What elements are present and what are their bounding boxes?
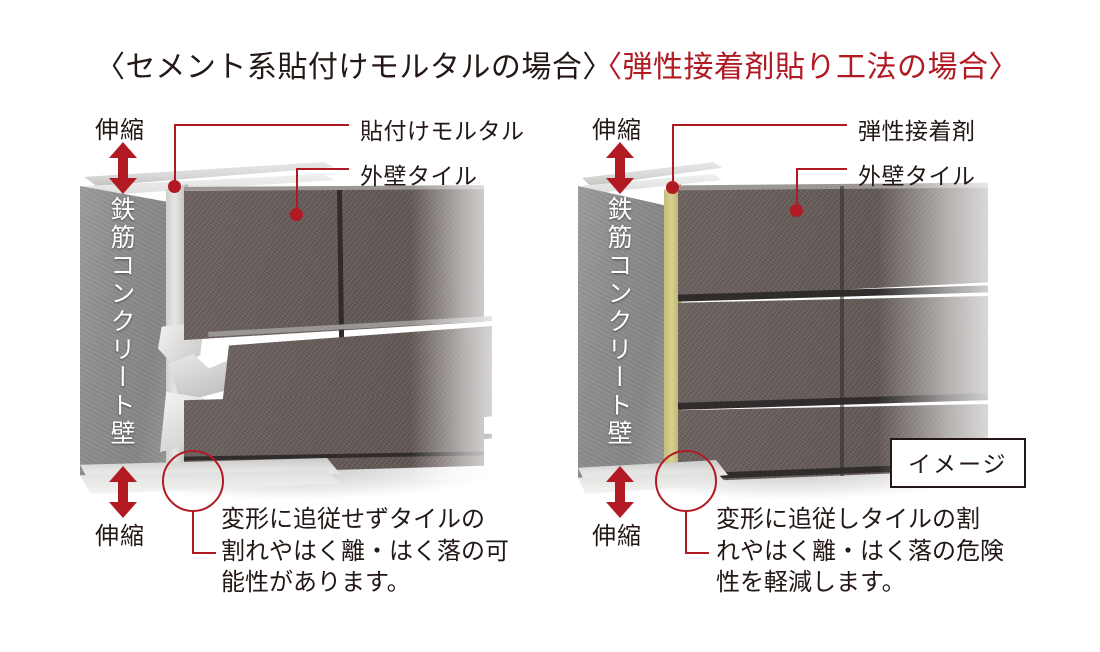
image-badge: イメージ [890,438,1026,488]
right-stretch-bottom-arrow-icon [605,466,635,518]
right-detail-circle-annotation [655,450,717,512]
right-stretch-top-label: 伸縮 [592,117,642,144]
left-stretch-bottom-arrow-icon [108,466,138,518]
right-caption-leader-vertical [685,510,687,554]
right-callout-1-label: 弾性接着剤 [858,118,976,144]
left-concrete-wall [80,186,176,476]
right-wall-label: 鉄筋コンクリート壁 [604,196,632,448]
left-wall-label: 鉄筋コンクリート壁 [107,196,135,448]
left-caption-leader-horizontal [192,552,216,554]
right-caption: 変形に追従しタイルの割 れやはく離・はく落の危険 性を軽減します。 [716,506,1004,597]
right-concrete-wall [578,186,670,478]
left-tile-upper [184,188,484,340]
left-callout-1-label: 貼付けモルタル [360,118,525,144]
right-callout-2-label: 外壁タイル [858,163,976,189]
right-stretch-bottom-label: 伸縮 [592,523,642,550]
left-stretch-top-arrow-icon [108,142,138,194]
title-left-method: 〈セメント系貼付けモルタルの場合〉 [95,51,613,84]
left-caption: 変形に追従せずタイルの 割れやはく離・はく落の可 能性があります。 [221,506,509,597]
right-callout-2-leader-vertical [796,168,798,210]
right-tile-row-2 [678,296,988,408]
left-callout-2-leader-vertical [296,168,298,214]
left-diagram-illustration [80,140,540,500]
left-callout-2-leader-horizontal [296,168,349,170]
right-callout-2-dot [790,204,803,217]
right-caption-leader-horizontal [685,552,709,554]
right-callout-1-dot [666,181,679,194]
right-stretch-top-arrow-icon [605,142,635,194]
left-stretch-bottom-label: 伸縮 [95,523,145,550]
right-callout-2-leader-horizontal [796,168,847,170]
left-caption-leader-vertical [192,510,194,554]
right-callout-1-leader-horizontal [672,124,847,126]
left-callout-1-leader-horizontal [174,124,349,126]
left-callout-1-leader-vertical [174,124,176,186]
right-adhesive-layer [664,184,681,484]
right-tile-grout-vertical [840,186,844,476]
title-right-method: 〈弾性接着剤貼り工法の場合〉 [592,51,1019,84]
left-stretch-top-label: 伸縮 [95,117,145,144]
left-callout-1-dot [168,180,181,193]
right-callout-1-leader-vertical [672,124,674,186]
left-callout-2-dot [290,208,303,221]
right-tile-row-1 [678,186,988,298]
left-detail-circle-annotation [162,450,224,512]
left-callout-2-label: 外壁タイル [360,163,478,189]
